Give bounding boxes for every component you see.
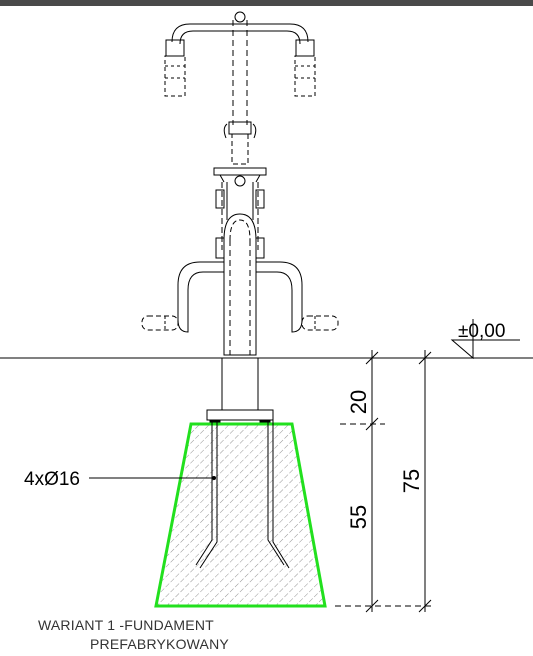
level-mark-label: ±0,00 xyxy=(458,321,505,342)
seat xyxy=(213,167,267,187)
dimension-20: 20 xyxy=(346,390,371,414)
level-mark xyxy=(450,319,520,360)
lower-handles xyxy=(141,261,339,333)
caption-line-2: PREFABRYKOWANY xyxy=(90,636,229,652)
foundation-block xyxy=(154,422,327,608)
top-handlebar xyxy=(164,11,316,97)
caption-line-1: WARIANT 1 -FUNDAMENT xyxy=(38,617,214,633)
rebars xyxy=(195,420,290,569)
equipment-drawing xyxy=(141,11,339,426)
dimension-55: 55 xyxy=(346,505,371,529)
dimension-lines xyxy=(258,350,435,613)
rebar-label: 4xØ16 xyxy=(24,469,80,490)
rebar-leader-dot xyxy=(212,476,216,480)
dimension-75: 75 xyxy=(399,469,424,493)
top-border-bar xyxy=(0,0,533,6)
